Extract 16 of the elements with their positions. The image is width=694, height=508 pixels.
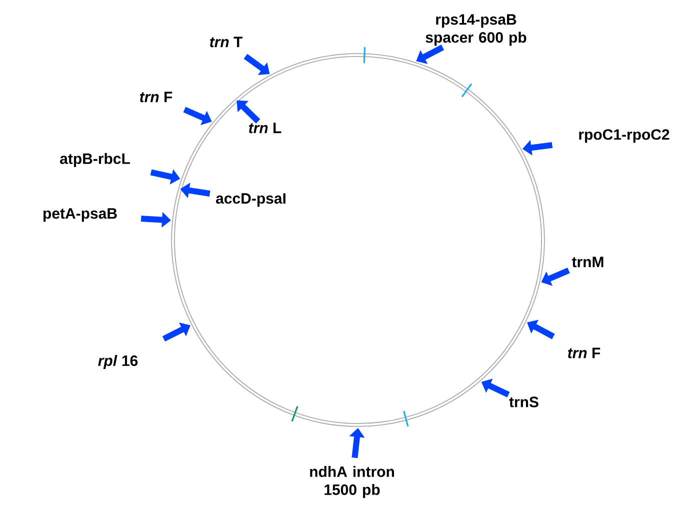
gene-label: rpl 16 <box>98 355 138 369</box>
gene-label: trn F <box>568 348 600 358</box>
block-arrow <box>236 100 260 124</box>
gene-label: rps14-psaB spacer 600 pb <box>426 14 526 46</box>
gene-label: trnS <box>509 396 538 408</box>
gene-label: atpB-rbcL <box>60 153 130 167</box>
gene-label: accD-psaI <box>216 193 286 207</box>
block-arrow <box>162 322 190 342</box>
genome-ring <box>171 53 545 427</box>
gene-label: rpoC1-rpoC2 <box>579 129 670 143</box>
gene-label: trn T <box>210 36 242 48</box>
gene-label: petA-psaB <box>44 208 117 222</box>
gene-label: trn F <box>140 92 172 102</box>
gene-label: trn L <box>248 122 282 134</box>
gene-label: ndhA intron 1500 pb <box>310 466 394 498</box>
gene-label: trnM <box>572 256 604 268</box>
